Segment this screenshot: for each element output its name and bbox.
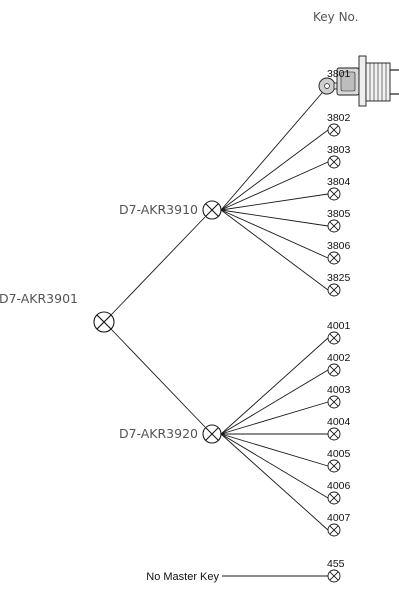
group-to-key-line (220, 433, 329, 467)
key-number-label: 4004 (327, 416, 351, 428)
key-number-label: 4007 (327, 512, 351, 524)
key-number-label: 455 (327, 558, 345, 570)
group-to-key-line (220, 369, 329, 435)
key-node (327, 283, 341, 297)
root-master-node (93, 311, 115, 333)
key-node (327, 569, 341, 583)
key-number-label: 3801 (327, 68, 351, 80)
group-to-key-line (220, 161, 329, 211)
key-node (327, 491, 341, 505)
group-to-key-line (220, 337, 329, 435)
key-node (327, 523, 341, 537)
key-node (327, 219, 341, 233)
group-to-key-line (220, 209, 329, 227)
key-node (327, 187, 341, 201)
group-master-label: D7-AKR3910 (119, 202, 198, 217)
group-to-key-line (220, 401, 329, 435)
group-to-key-line (220, 433, 329, 499)
key-node (327, 427, 341, 441)
key-lock-cylinder-icon (318, 55, 399, 107)
root-master-label: D7-AKR3901 (0, 291, 78, 306)
key-nodes: D7-AKR3901 D7-AKR3910 3801 3802 3803 3804 3805… (0, 68, 351, 583)
key-node (327, 459, 341, 473)
group-master-node (202, 424, 222, 444)
key-number-label: 3804 (327, 176, 351, 188)
group-master-label: D7-AKR3920 (119, 426, 198, 441)
key-number-label: 3803 (327, 144, 351, 156)
group-to-key-line (220, 193, 329, 211)
group-to-key-line (220, 85, 329, 211)
connector-lines (110, 85, 329, 577)
key-number-label: 4003 (327, 384, 351, 396)
key-number-label: 4002 (327, 352, 351, 364)
no-master-key-label: No Master Key (146, 571, 219, 583)
key-node (327, 363, 341, 377)
group-to-key-line (220, 129, 329, 211)
key-number-label: 3805 (327, 208, 351, 220)
key-node (327, 395, 341, 409)
key-node (327, 331, 341, 345)
key-number-label: 4001 (327, 320, 351, 332)
key-node (327, 155, 341, 169)
group-to-key-line (220, 209, 329, 259)
key-number-label: 4006 (327, 480, 351, 492)
key-node (327, 251, 341, 265)
group-master-node (202, 200, 222, 220)
key-node (327, 123, 341, 137)
key-number-label: 3802 (327, 112, 351, 124)
group-to-key-line (220, 209, 329, 291)
key-number-label: 4005 (327, 448, 351, 460)
root-to-group-line (110, 328, 206, 428)
group-to-key-line (220, 433, 329, 531)
key-no-header: Key No. (313, 10, 359, 24)
root-to-group-line (110, 216, 206, 316)
key-number-label: 3825 (327, 272, 351, 284)
key-number-label: 3806 (327, 240, 351, 252)
